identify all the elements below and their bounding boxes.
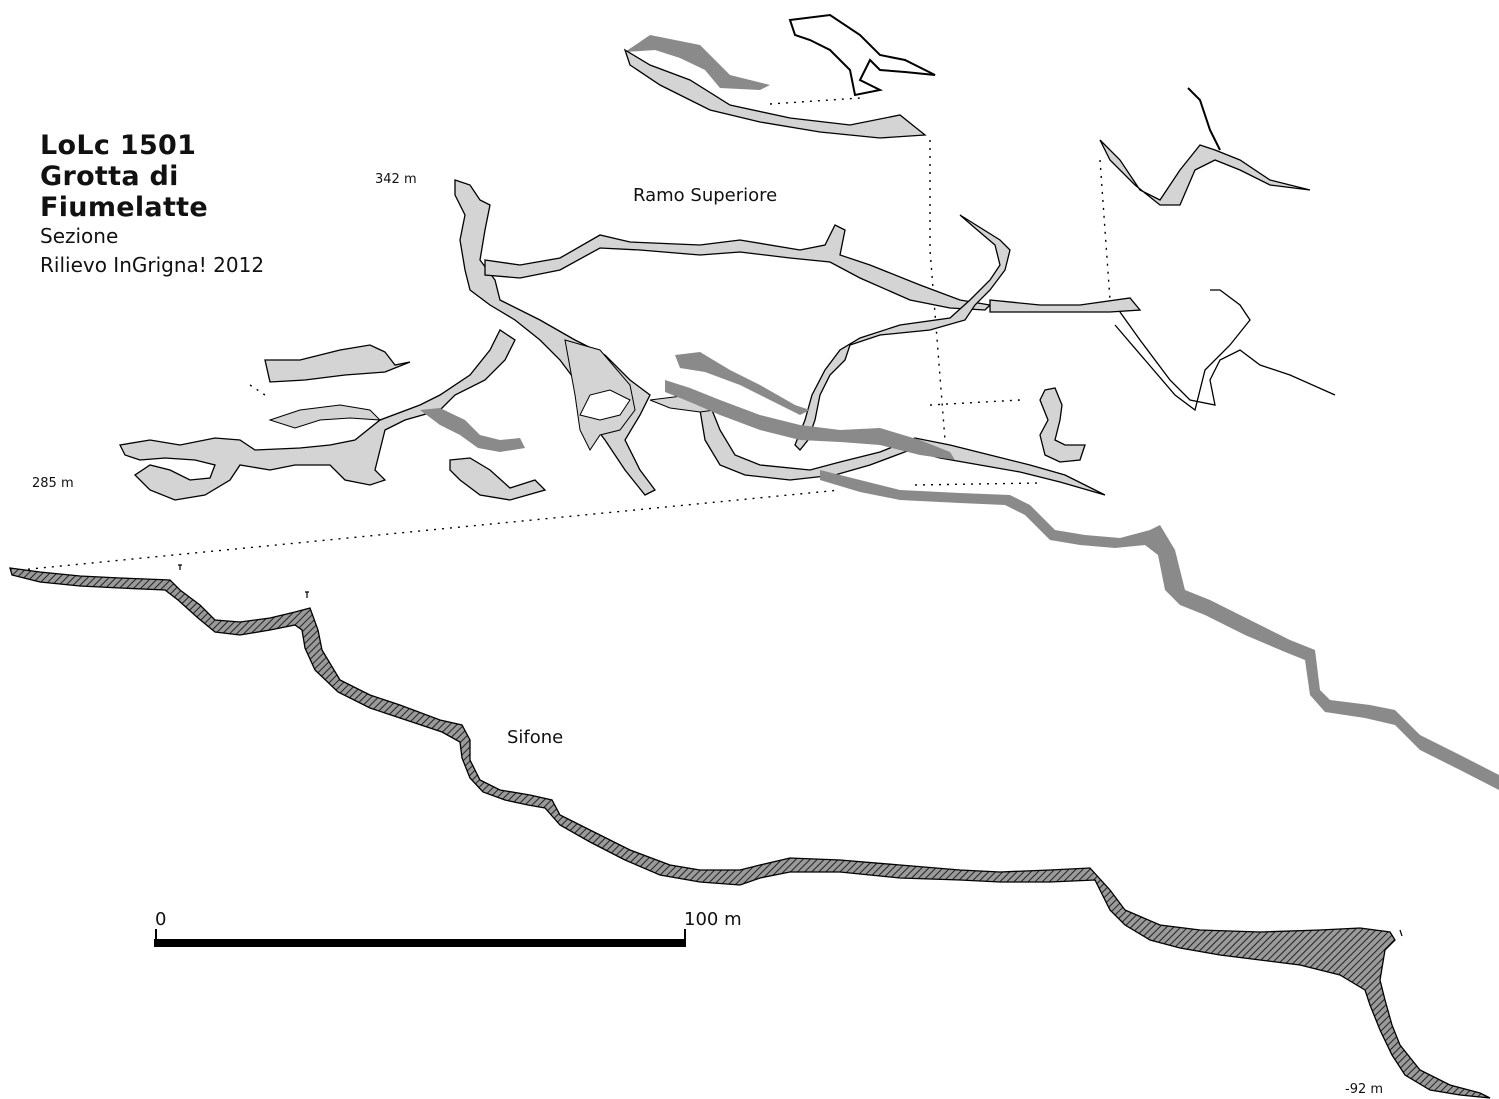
scale-label-start: 0 — [155, 909, 167, 930]
scale-label-end: 100 m — [684, 909, 742, 930]
projection-lines — [19, 97, 1111, 571]
credit-text: Rilievo InGrigna! 2012 — [40, 253, 265, 278]
label-upper-branch: Ramo Superiore — [633, 185, 778, 206]
elevation-label-mid: 285 m — [32, 476, 74, 491]
title-name-line2: Fiumelatte — [40, 192, 208, 224]
title-code: LoLc 1501 — [40, 130, 197, 161]
title-name-line1: Grotta di — [40, 161, 179, 193]
siphon-passage — [9, 567, 1491, 1099]
survey-marks — [178, 564, 1403, 937]
upper-right-passages — [623, 13, 1336, 412]
label-siphon: Sifone — [507, 727, 564, 748]
dark-passages — [420, 352, 1499, 790]
scale-tick-start — [155, 929, 157, 947]
subtitle: Sezione — [40, 224, 119, 249]
upper-labyrinth — [119, 179, 1142, 501]
scale-tick-end — [684, 929, 686, 947]
elevation-label-bottom: -92 m — [1345, 1082, 1384, 1097]
elevation-label-top: 342 m — [375, 172, 417, 187]
title-block: LoLc 1501 Grotta di Fiumelatte Sezione R… — [40, 130, 264, 277]
scale-bar — [154, 939, 685, 947]
